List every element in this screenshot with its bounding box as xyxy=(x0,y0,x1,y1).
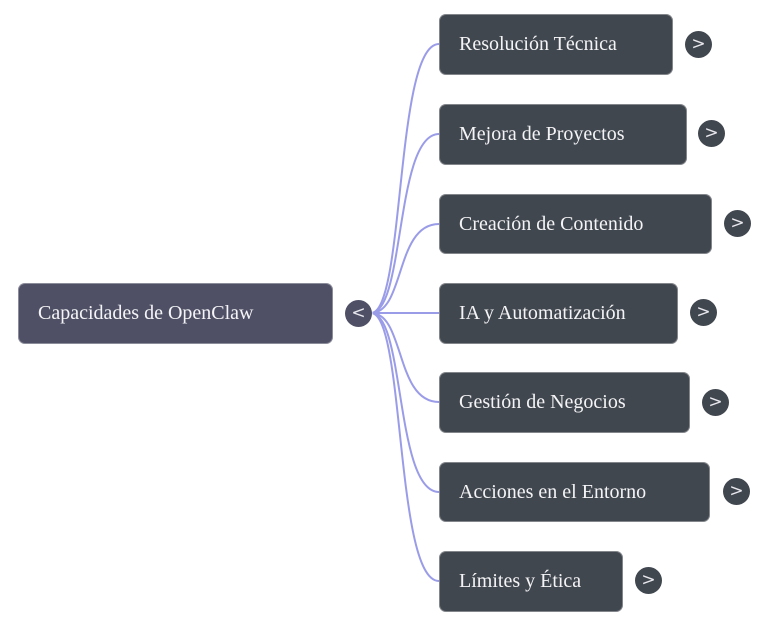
child-node-gestion-negocios[interactable]: Gestión de Negocios xyxy=(439,372,690,433)
expand-toggle-limites-etica[interactable]: > xyxy=(635,567,662,594)
link-limites-etica xyxy=(370,312,440,582)
child-node-mejora-proyectos[interactable]: Mejora de Proyectos xyxy=(439,104,687,165)
link-mejora-proyectos xyxy=(370,133,440,314)
collapse-toggle-root[interactable]: < xyxy=(345,300,372,327)
root-node[interactable]: Capacidades de OpenClaw xyxy=(18,283,333,344)
child-node-acciones-entorno[interactable]: Acciones en el Entorno xyxy=(439,462,710,522)
root-node-label: Capacidades de OpenClaw xyxy=(38,302,254,324)
child-node-label: Gestión de Negocios xyxy=(459,391,626,413)
child-node-creacion-contenido[interactable]: Creación de Contenido xyxy=(439,194,712,254)
link-acciones-entorno xyxy=(370,312,440,493)
link-gestion-negocios xyxy=(370,312,440,403)
child-node-label: Creación de Contenido xyxy=(459,212,644,235)
expand-toggle-mejora-proyectos[interactable]: > xyxy=(698,120,725,147)
child-node-label: Límites y Ética xyxy=(459,570,582,592)
link-resolucion-tecnica xyxy=(370,43,440,314)
child-node-label: Mejora de Proyectos xyxy=(459,123,625,145)
expand-toggle-ia-automatizacion[interactable]: > xyxy=(690,299,717,326)
expand-toggle-creacion-contenido[interactable]: > xyxy=(724,210,751,237)
child-node-label: IA y Automatización xyxy=(459,302,626,324)
link-creacion-contenido xyxy=(370,223,440,314)
child-node-label: Acciones en el Entorno xyxy=(459,480,647,503)
expand-toggle-acciones-entorno[interactable]: > xyxy=(723,478,750,505)
expand-toggle-gestion-negocios[interactable]: > xyxy=(702,389,729,416)
child-node-ia-automatizacion[interactable]: IA y Automatización xyxy=(439,283,678,344)
child-node-limites-etica[interactable]: Límites y Ética xyxy=(439,551,623,612)
child-node-label: Resolución Técnica xyxy=(459,33,617,55)
child-node-resolucion-tecnica[interactable]: Resolución Técnica xyxy=(439,14,673,75)
expand-toggle-resolucion-tecnica[interactable]: > xyxy=(685,31,712,58)
